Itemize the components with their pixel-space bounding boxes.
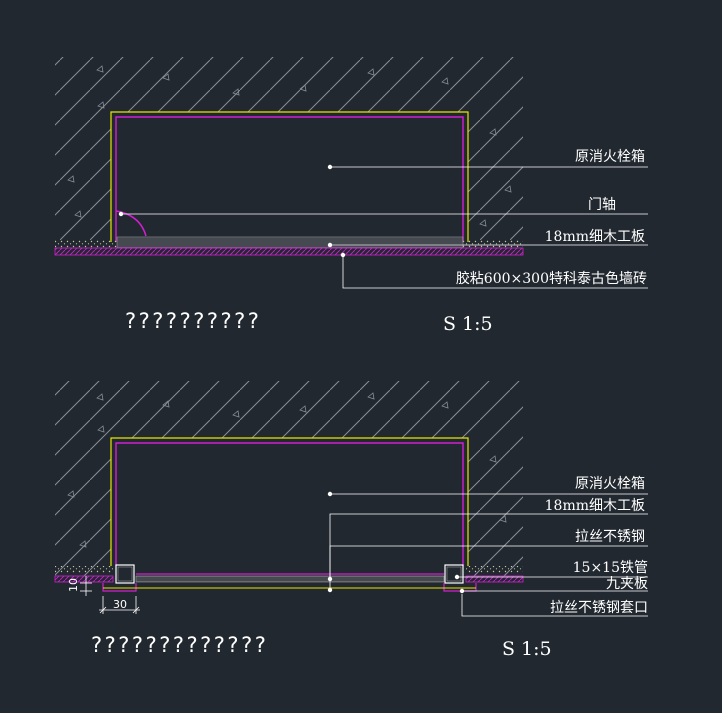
trim-left <box>102 583 137 592</box>
detail-2-scale: S 1:5 <box>502 638 552 660</box>
detail-2: 30 10 原消火栓箱 18mm细木工板 拉丝不锈钢 15×15铁管 九夹板 拉… <box>54 381 648 660</box>
aggregate-marks-2 <box>67 392 507 548</box>
opening-outline-2 <box>110 437 469 566</box>
screed-left-2 <box>55 566 113 573</box>
tile-left-2 <box>54 575 114 583</box>
label-board-2: 18mm细木工板 <box>545 498 645 514</box>
detail-1-scale: S 1:5 <box>443 313 493 335</box>
board-1 <box>116 236 464 249</box>
steel-tube-right-inner <box>446 566 462 582</box>
tile-right-2 <box>465 575 524 583</box>
label-steel-2: 拉丝不锈钢 <box>575 529 645 545</box>
tile-1 <box>54 247 524 256</box>
steel-tube-left-inner <box>117 566 133 582</box>
leaders-2 <box>327 491 648 617</box>
cavity-1 <box>111 112 468 242</box>
dim-width: 30 <box>113 598 127 611</box>
label-tile-1: 胶粘600×300特科泰古色墙砖 <box>456 270 647 287</box>
hinge-arc-1 <box>115 210 147 237</box>
fire-box-2 <box>115 442 464 566</box>
screed-left-1 <box>55 240 117 248</box>
label-fire-box-2: 原消火栓箱 <box>575 476 645 492</box>
trim-right <box>443 583 477 592</box>
board-2 <box>135 575 445 583</box>
dim-height: 10 <box>67 578 80 592</box>
dimensions-2 <box>80 576 140 614</box>
fire-box-1 <box>115 116 464 242</box>
detail-1: 原消火栓箱 门轴 18mm细木工板 胶粘600×300特科泰古色墙砖 ?????… <box>54 57 648 335</box>
detail-1-title: ?????????? <box>124 309 260 333</box>
label-fire-box-1: 原消火栓箱 <box>575 149 645 165</box>
label-hinge-1: 门轴 <box>588 197 616 213</box>
leaders-1 <box>118 164 648 289</box>
opening-outline-1 <box>110 111 469 242</box>
detail-2-title: ????????????? <box>90 633 267 657</box>
label-plywood-2: 九夹板 <box>606 576 648 592</box>
screed-right-1 <box>462 240 523 248</box>
steel-tube-left <box>115 564 135 584</box>
cavity-2 <box>111 438 468 578</box>
label-trim-2: 拉丝不锈钢套口 <box>550 600 648 616</box>
screed-right-2 <box>466 566 523 573</box>
label-tube-2: 15×15铁管 <box>573 560 648 576</box>
steel-tube-right <box>444 564 464 584</box>
aggregate-marks-1 <box>67 65 512 227</box>
label-board-1: 18mm细木工板 <box>545 229 645 245</box>
